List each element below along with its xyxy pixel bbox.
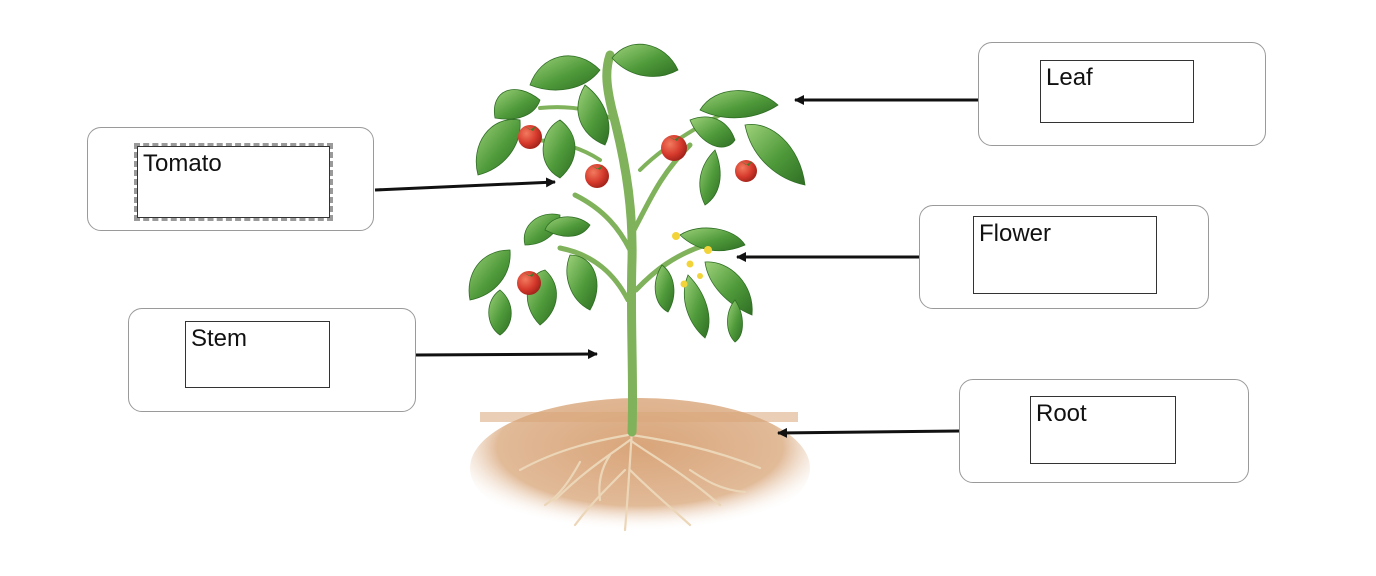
root-card: Root [959, 379, 1249, 483]
tomato-card: Tomato [87, 127, 374, 231]
roots [518, 428, 762, 532]
tomato-fruit [585, 164, 609, 188]
leaf-label: Leaf [1046, 64, 1093, 91]
tomatoes [517, 125, 757, 295]
soil [470, 398, 810, 538]
stem-label: Stem [191, 325, 248, 352]
arrows [374, 95, 978, 438]
plant-illustration [468, 43, 810, 538]
flower-label-box[interactable]: Flower [973, 216, 1157, 294]
leaves [468, 43, 806, 343]
flower-card: Flower [919, 205, 1209, 309]
tomato-fruit [735, 160, 757, 182]
stem-card: Stem [128, 308, 416, 412]
tomato-label-box[interactable]: Tomato [134, 143, 333, 221]
leaf-card: Leaf [978, 42, 1266, 146]
stem-label-box[interactable]: Stem [185, 321, 330, 388]
flowers [672, 232, 712, 288]
leaf-label-box[interactable]: Leaf [1040, 60, 1194, 123]
flower-label: Flower [979, 220, 1052, 247]
root-arrow [777, 427, 961, 438]
stem-arrow [414, 349, 598, 360]
root-label: Root [1036, 400, 1087, 427]
tomato-fruit [518, 125, 542, 149]
root-label-box[interactable]: Root [1030, 396, 1176, 464]
tomato-fruit [517, 271, 541, 295]
tomato-label: Tomato [143, 150, 222, 177]
tomato-fruit [661, 135, 687, 161]
tomato-arrow [374, 177, 556, 192]
